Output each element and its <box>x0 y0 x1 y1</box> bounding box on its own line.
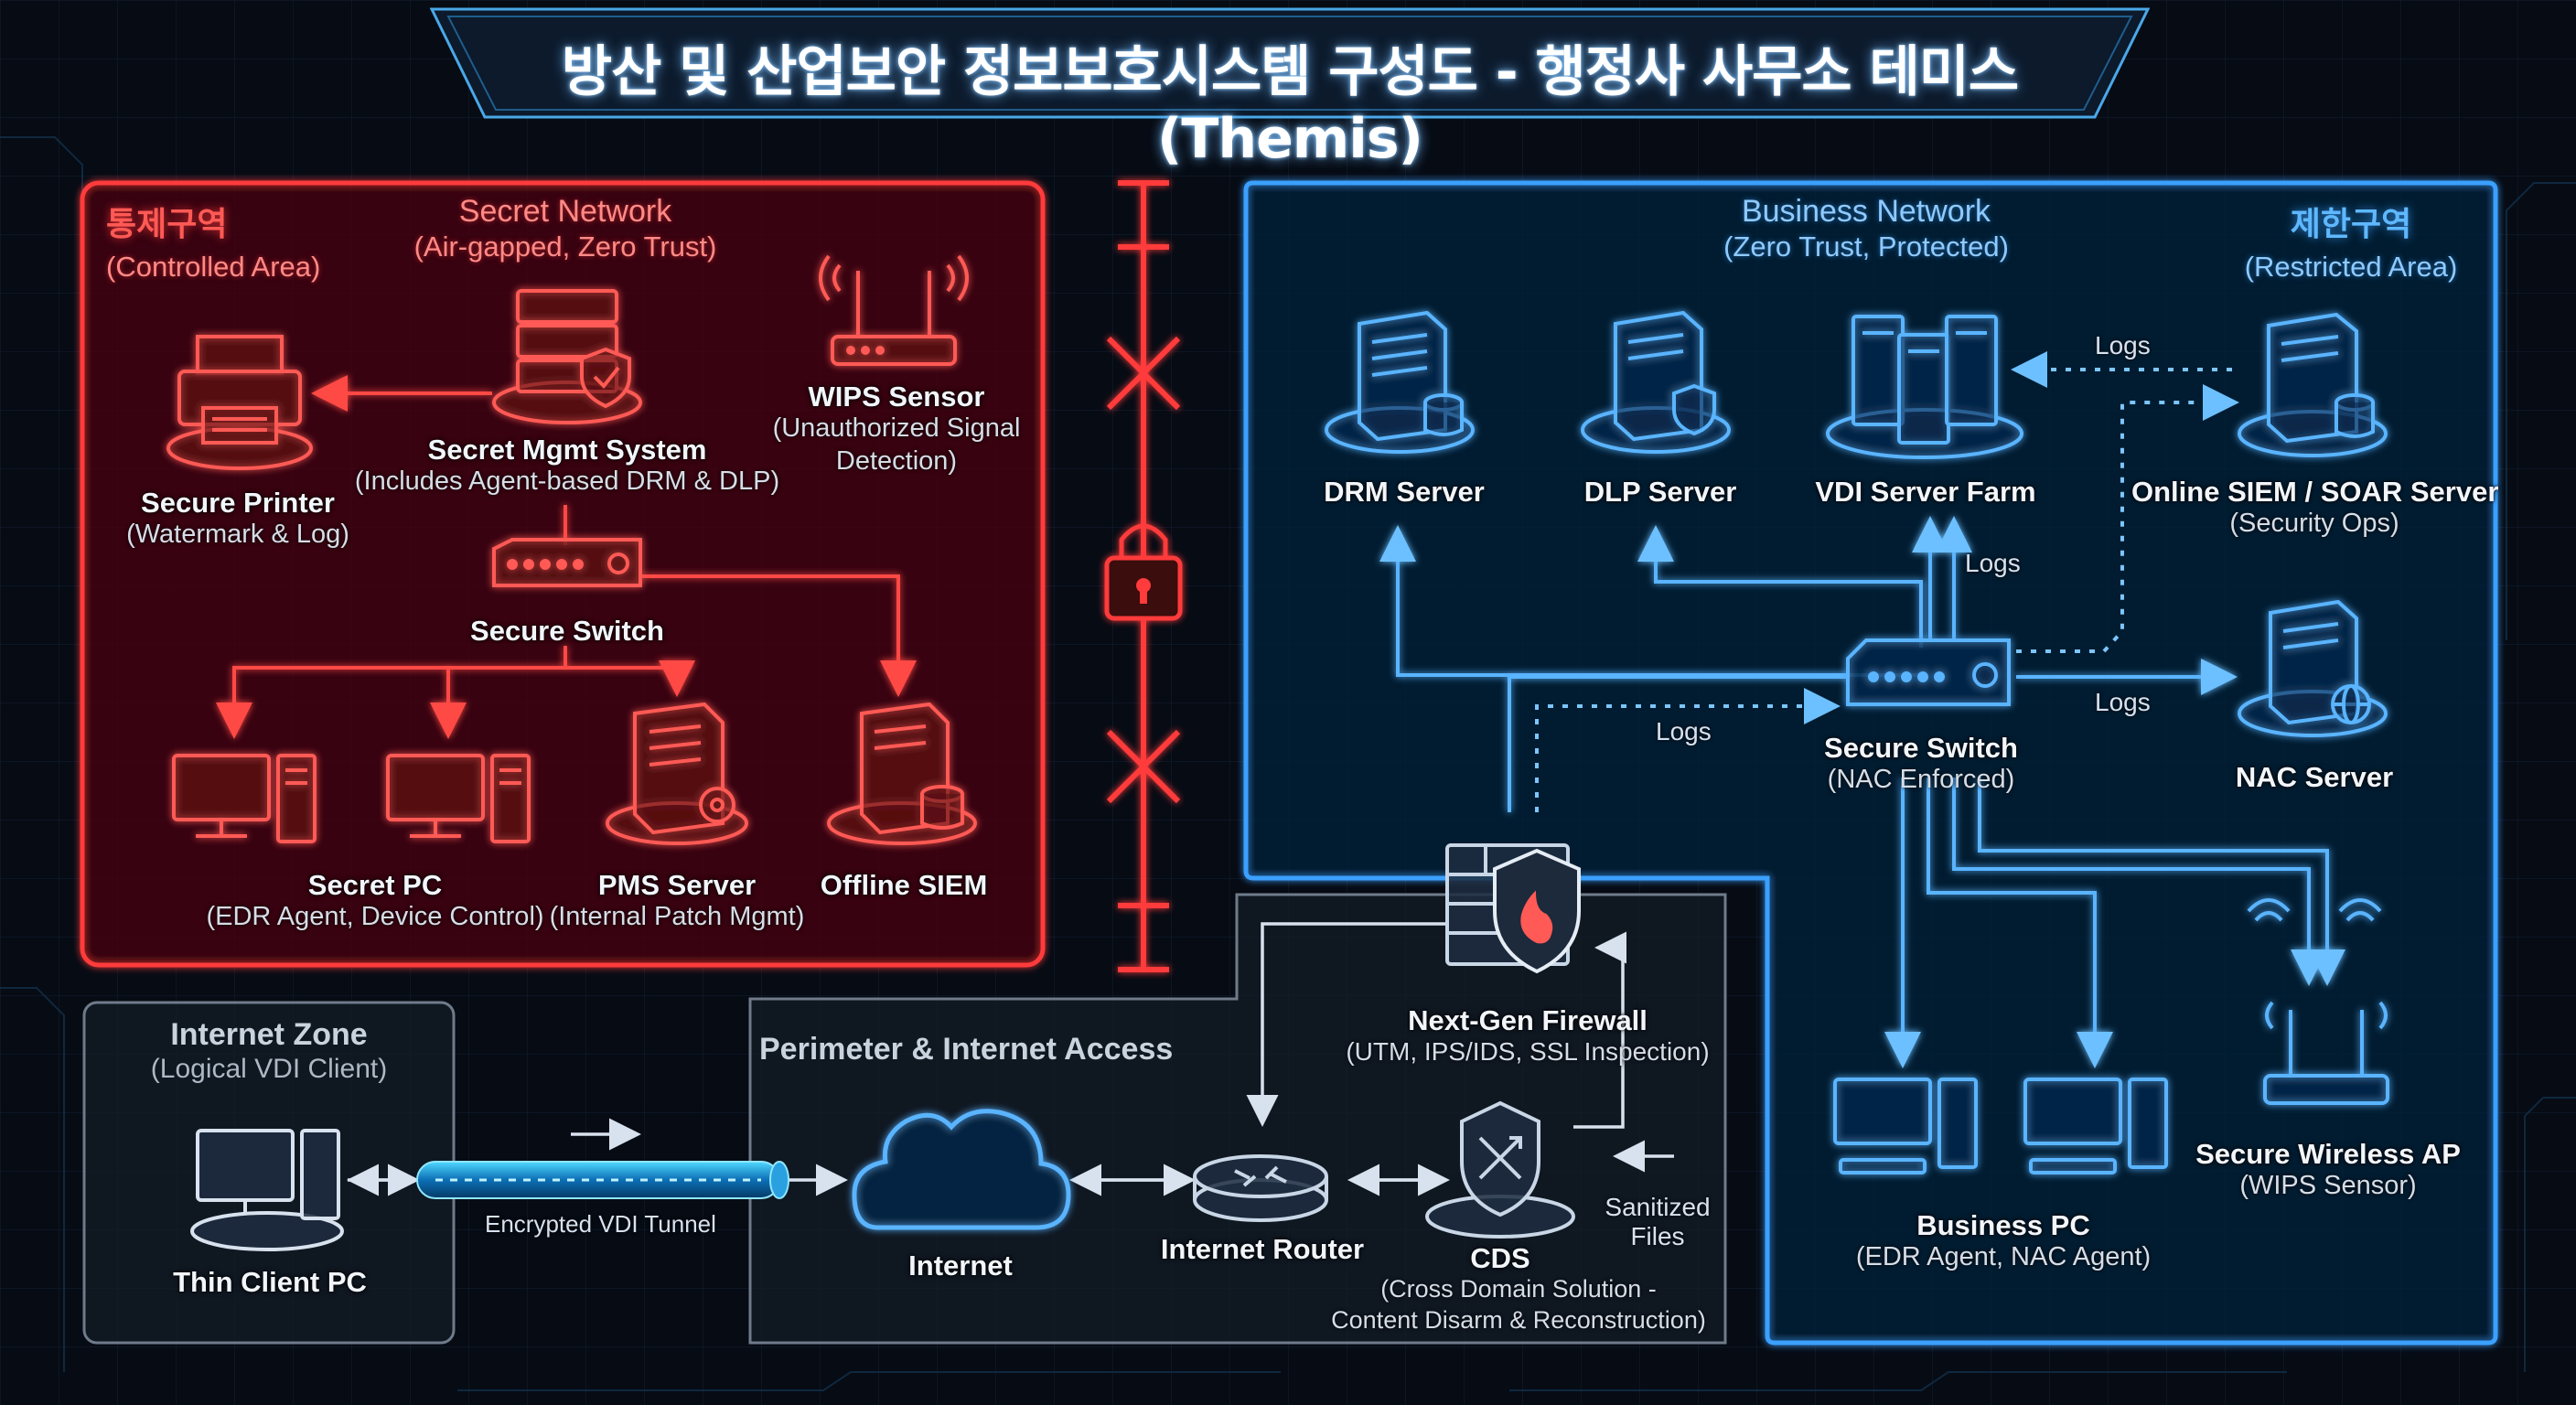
logs-label-vdi: Logs <box>1965 549 2021 577</box>
firewall-icon <box>1445 843 1581 974</box>
dlp-server-icon <box>1581 310 1731 454</box>
secret-pc-icon <box>172 754 317 843</box>
business-switch-icon <box>1846 638 2011 706</box>
secret-mgmt-label: Secret Mgmt System <box>427 434 707 466</box>
vdi-tunnel <box>416 1161 789 1199</box>
business-network-title: Business Network <box>1741 194 1991 229</box>
business-pc-icon <box>1833 1078 2168 1174</box>
lock-icon <box>1104 523 1183 621</box>
wireless-ap-icon <box>2247 898 2389 1105</box>
online-siem-icon <box>2238 312 2388 457</box>
secret-mgmt-server-icon <box>492 289 642 424</box>
dlp-server-label: DLP Server <box>1583 476 1737 508</box>
offline-siem-label: Offline SIEM <box>820 869 988 901</box>
secure-printer-label: Secure Printer <box>141 487 335 519</box>
wips-sensor-sub2: Detection) <box>835 446 958 476</box>
secret-switch-icon <box>492 538 642 587</box>
secure-printer-icon <box>166 335 313 470</box>
drm-server-label: DRM Server <box>1324 476 1485 508</box>
vdi-farm-icon <box>1826 315 2023 459</box>
title-banner: 방산 및 산업보안 정보보호시스템 구성도 - 행정사 사무소 테미스(Them… <box>430 5 2150 171</box>
vdi-farm-label: VDI Server Farm <box>1815 476 2036 508</box>
pms-server-label: PMS Server <box>597 869 757 901</box>
internet-cloud-icon <box>852 1109 1071 1230</box>
wips-sensor-icon <box>819 254 969 366</box>
wireless-ap-sub: (WIPS Sensor) <box>2239 1171 2417 1200</box>
nac-server-icon <box>2238 599 2388 737</box>
controlled-area-subtitle: (Controlled Area) <box>106 251 321 283</box>
secret-pc-sub: (EDR Agent, Device Control) <box>206 902 544 931</box>
secret-switch-label: Secure Switch <box>470 615 664 647</box>
restricted-area-subtitle: (Restricted Area) <box>2244 251 2458 283</box>
cds-icon <box>1425 1100 1575 1239</box>
thin-client-label: Thin Client PC <box>173 1266 367 1298</box>
thin-client-icon <box>190 1129 344 1251</box>
logs-label-siem: Logs <box>2095 331 2151 359</box>
perimeter-title: Perimeter & Internet Access <box>759 1032 1174 1067</box>
internet-label: Internet <box>908 1249 1013 1282</box>
wips-sensor-label: WIPS Sensor <box>808 381 985 413</box>
controlled-area-title: 통제구역 <box>106 205 228 242</box>
wips-sensor-sub1: (Unauthorized Signal <box>772 413 1021 443</box>
restricted-area-title: 제한구역 <box>2290 205 2412 242</box>
firewall-label: Next-Gen Firewall <box>1408 1004 1648 1036</box>
secret-pc-2-icon <box>386 754 531 843</box>
router-label: Internet Router <box>1160 1233 1365 1265</box>
secure-printer-sub: (Watermark & Log) <box>126 520 349 549</box>
business-pc-sub: (EDR Agent, NAC Agent) <box>1855 1242 2152 1271</box>
internet-zone-subtitle: (Logical VDI Client) <box>150 1054 388 1084</box>
secret-pc-label: Secret PC <box>307 869 443 901</box>
pms-server-icon <box>606 702 748 845</box>
offline-siem-icon <box>827 702 977 845</box>
logs-label-nac: Logs <box>2095 688 2151 716</box>
cds-sub2: Content Disarm & Reconstruction) <box>1331 1306 1706 1334</box>
pms-server-sub: (Internal Patch Mgmt) <box>549 902 805 931</box>
business-pc-label: Business PC <box>1916 1209 2090 1241</box>
title-frame <box>430 7 2150 119</box>
internet-zone-title: Internet Zone <box>170 1017 368 1052</box>
logs-label-firewall: Logs <box>1656 717 1712 745</box>
secret-mgmt-sub: (Includes Agent-based DRM & DLP) <box>354 467 780 496</box>
business-switch-sub: (NAC Enforced) <box>1827 765 2015 794</box>
online-siem-label: Online SIEM / SOAR Server <box>2131 476 2499 508</box>
business-network-subtitle: (Zero Trust, Protected) <box>1723 231 2009 263</box>
online-siem-sub: (Security Ops) <box>2229 509 2399 538</box>
sanitized-label-1: Sanitized <box>1605 1193 1711 1221</box>
drm-server-icon <box>1325 310 1475 454</box>
wireless-ap-label: Secure Wireless AP <box>2195 1138 2461 1170</box>
page-title: 방산 및 산업보안 정보보호시스템 구성도 - 행정사 사무소 테미스(Them… <box>561 40 2019 171</box>
secret-network-subtitle: (Air-gapped, Zero Trust) <box>413 231 717 263</box>
cds-sub1: (Cross Domain Solution - <box>1380 1275 1657 1303</box>
secret-network-title: Secret Network <box>458 194 672 229</box>
cds-label: CDS <box>1470 1242 1530 1274</box>
vdi-tunnel-label: Encrypted VDI Tunnel <box>485 1210 716 1238</box>
sanitized-label-2: Files <box>1630 1222 1685 1250</box>
firewall-sub: (UTM, IPS/IDS, SSL Inspection) <box>1346 1037 1710 1066</box>
business-area-frame <box>1243 180 2498 1346</box>
nac-server-label: NAC Server <box>2235 761 2394 793</box>
router-icon <box>1193 1154 1328 1222</box>
business-switch-label: Secure Switch <box>1824 732 2018 764</box>
